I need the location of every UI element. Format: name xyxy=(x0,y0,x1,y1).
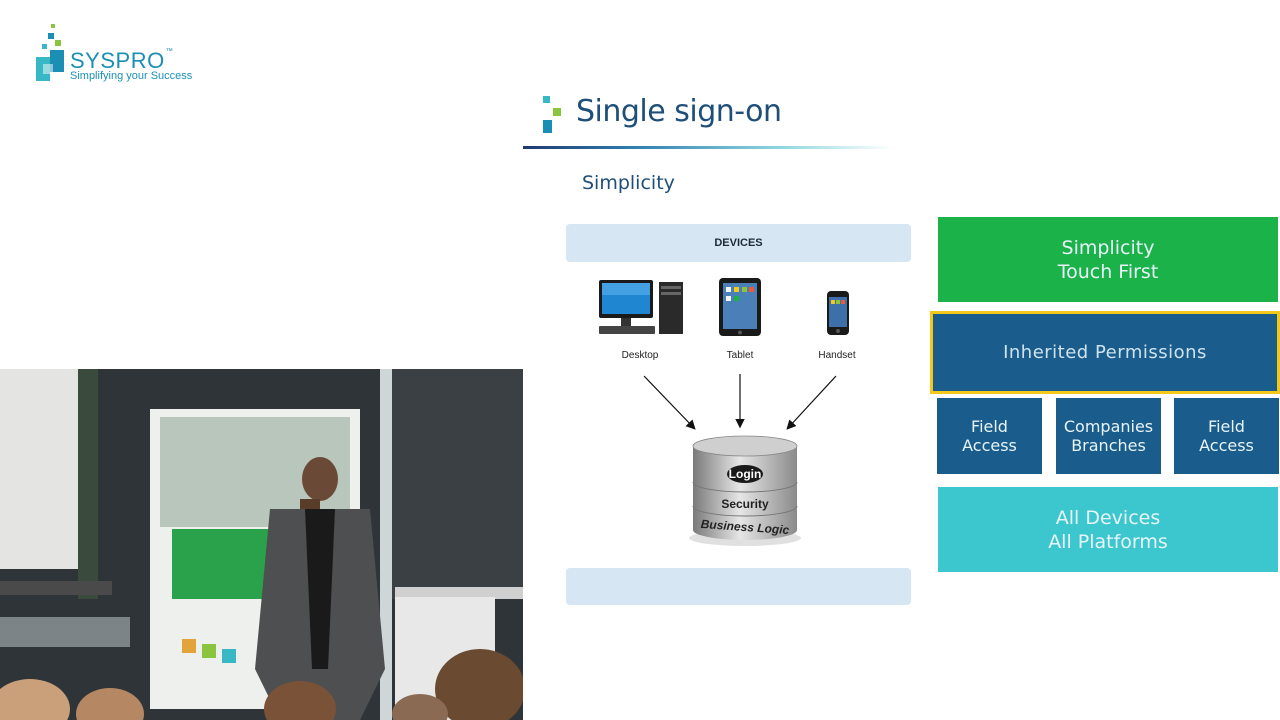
device-arrows xyxy=(643,374,837,430)
database-icon xyxy=(689,435,801,546)
pillar-all-devices-line2: All Platforms xyxy=(1048,530,1168,553)
bottom-bar xyxy=(566,568,911,605)
title-bullet-icon xyxy=(543,96,561,133)
slide-title: Single sign-on xyxy=(576,94,782,129)
presenter-video-inset xyxy=(0,369,523,720)
desktop-computer-icon xyxy=(599,280,683,334)
database-login-label: Login xyxy=(728,467,762,481)
pillar-field-access-1-line2: Access xyxy=(962,436,1017,455)
logo-name: SYSPRO™ xyxy=(70,48,174,73)
logo-tagline: Simplifying your Success xyxy=(70,70,193,82)
pillar-inherited-label: Inherited Permissions xyxy=(1003,342,1207,363)
pillar-simplicity-line1: Simplicity xyxy=(1061,236,1155,259)
pillar-inherited-permissions: Inherited Permissions xyxy=(930,311,1280,394)
tablet-icon xyxy=(719,278,761,336)
pillar-field-access-1-line1: Field xyxy=(971,417,1008,436)
device-label-desktop: Desktop xyxy=(621,350,659,361)
device-label-handset: Handset xyxy=(818,350,856,361)
devices-header: DEVICES xyxy=(566,224,911,262)
slide-subtitle: Simplicity xyxy=(582,172,675,194)
arrow-desktop xyxy=(643,375,696,430)
syspro-logo-mark-icon xyxy=(36,24,64,81)
pillar-all-devices-line1: All Devices xyxy=(1055,506,1161,529)
arrow-handset xyxy=(786,375,837,430)
pillar-simplicity-line2: Touch First xyxy=(1057,260,1159,283)
pillar-companies-line1: Companies xyxy=(1063,417,1154,436)
title-divider xyxy=(523,146,893,149)
pillar-field-access-2-line2: Access xyxy=(1199,436,1254,455)
pillar-field-access-2-line1: Field xyxy=(1208,417,1245,436)
database-security-label: Security xyxy=(721,497,769,511)
device-label-tablet: Tablet xyxy=(726,350,754,361)
handset-icon xyxy=(827,291,849,335)
syspro-logo: SYSPRO™ Simplifying your Success xyxy=(34,24,214,86)
pillar-companies-line2: Branches xyxy=(1071,436,1146,455)
devices-header-label: DEVICES xyxy=(714,237,763,249)
presenter-scene-image xyxy=(0,369,523,720)
